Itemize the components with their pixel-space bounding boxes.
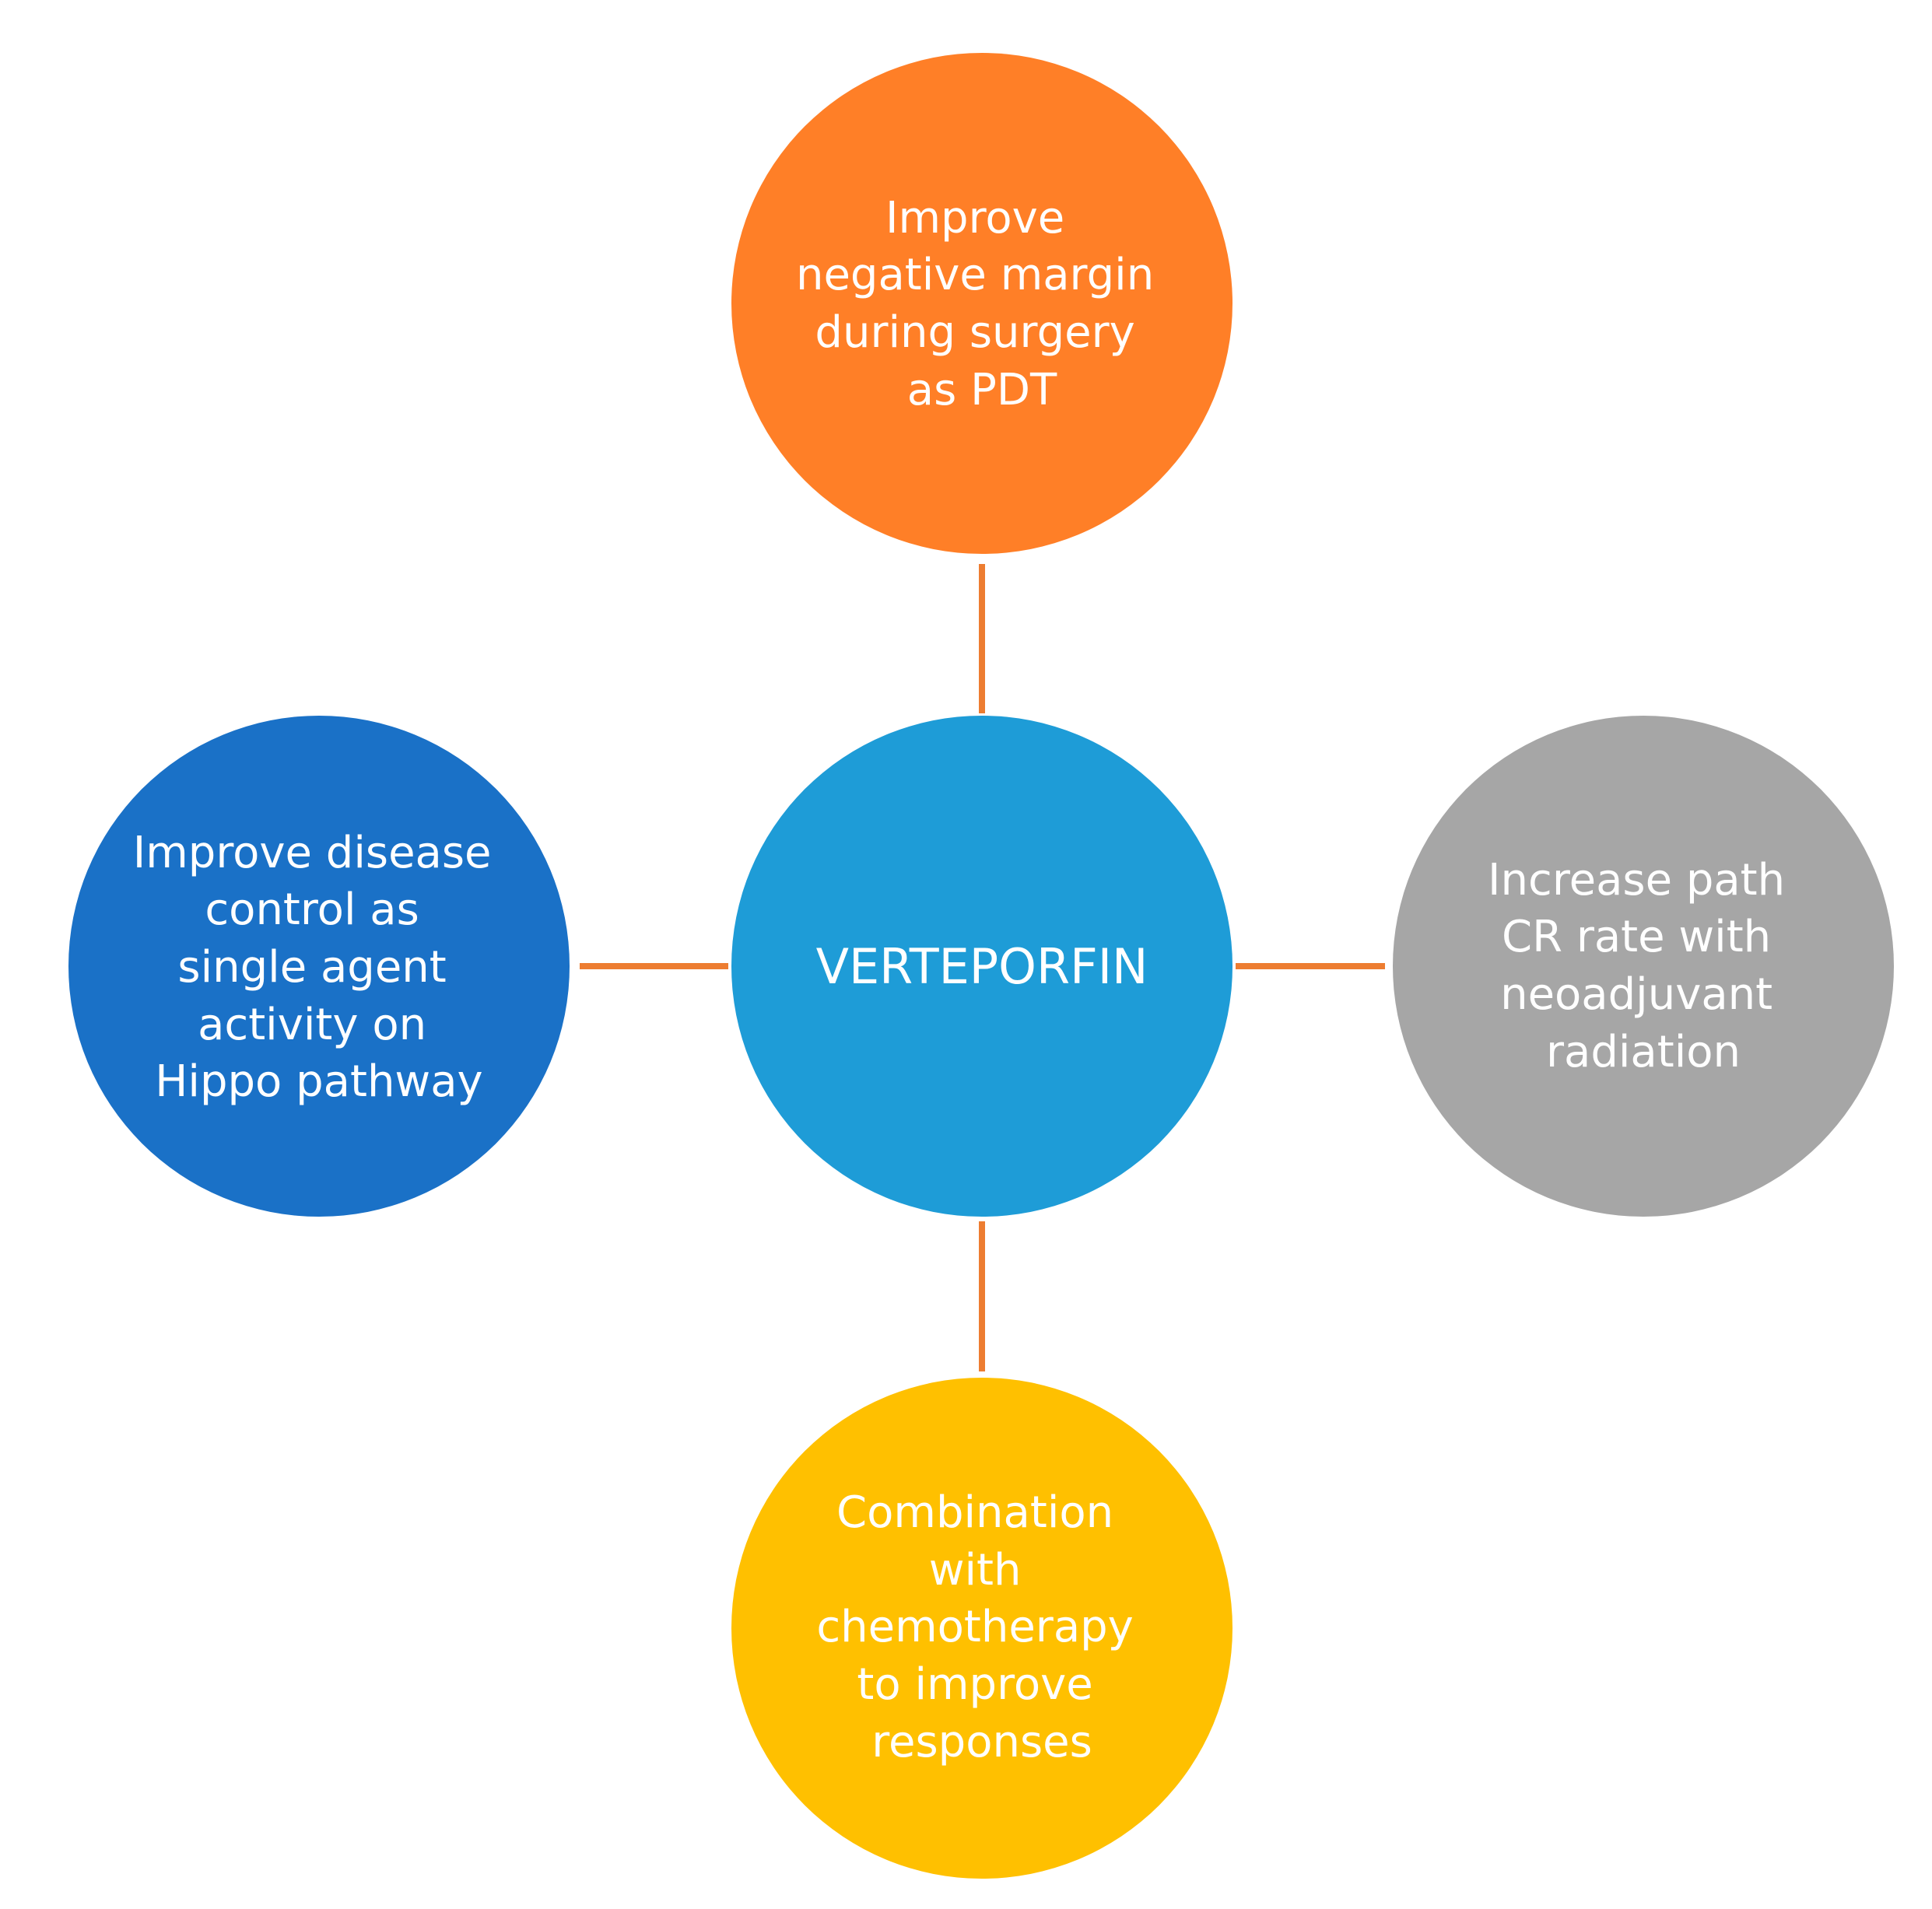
node-left-line-4: activity on bbox=[198, 1000, 426, 1050]
node-right-line-2: CR rate with bbox=[1502, 912, 1771, 962]
node-left-line-3: single agent bbox=[177, 942, 446, 993]
node-left-line-1: Improve disease bbox=[133, 828, 492, 878]
node-top-line-3: during surgery bbox=[815, 307, 1134, 358]
node-left-line-2: control as bbox=[205, 884, 419, 935]
node-bottom-line-2: with bbox=[929, 1545, 1022, 1596]
node-bottom-chemotherapy: Combination with chemotherapy to improve… bbox=[731, 1378, 1232, 1879]
node-left-line-5: Hippo pathway bbox=[155, 1056, 482, 1107]
center-label: VERTEPORFIN bbox=[816, 938, 1148, 995]
node-bottom-circle bbox=[731, 1378, 1232, 1879]
node-top-line-2: negative margin bbox=[796, 250, 1154, 300]
node-top-circle bbox=[731, 53, 1232, 554]
node-center-verteporfin: VERTEPORFIN bbox=[731, 716, 1232, 1217]
node-right-line-3: neoadjuvant bbox=[1500, 969, 1772, 1020]
node-right-label: Increase path CR rate with neoadjuvant r… bbox=[1488, 855, 1799, 1077]
node-top-line-1: Improve bbox=[885, 193, 1064, 243]
node-right-circle bbox=[1393, 716, 1894, 1217]
node-bottom-line-1: Combination bbox=[836, 1487, 1113, 1538]
node-left-hippo-pathway: Improve disease control as single agent … bbox=[68, 716, 570, 1217]
node-bottom-label: Combination with chemotherapy to improve… bbox=[816, 1487, 1147, 1767]
node-bottom-line-5: responses bbox=[871, 1717, 1092, 1767]
node-right-line-4: radiation bbox=[1546, 1027, 1741, 1077]
node-top-line-4: as PDT bbox=[907, 365, 1057, 415]
node-bottom-line-3: chemotherapy bbox=[816, 1602, 1133, 1652]
node-top-label: Improve negative margin during surgery a… bbox=[796, 193, 1168, 415]
node-bottom-line-4: to improve bbox=[857, 1659, 1092, 1710]
node-top-surgery-pdt: Improve negative margin during surgery a… bbox=[731, 53, 1232, 554]
node-center-circle bbox=[731, 716, 1232, 1217]
node-right-neoadjuvant-radiation: Increase path CR rate with neoadjuvant r… bbox=[1393, 716, 1894, 1217]
node-left-label: Improve disease control as single agent … bbox=[133, 828, 506, 1107]
node-left-circle bbox=[68, 716, 570, 1217]
node-right-line-1: Increase path bbox=[1488, 855, 1785, 905]
